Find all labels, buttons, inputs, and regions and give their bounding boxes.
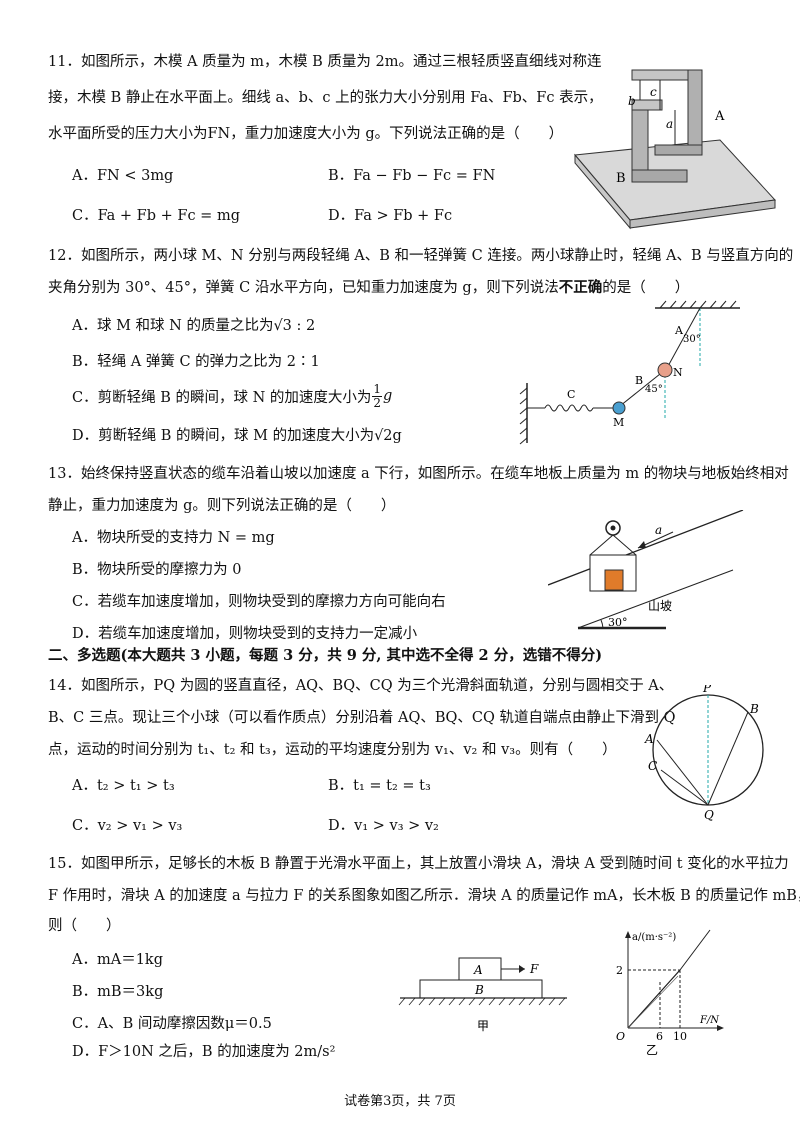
q14-option-c: C．v₂ > v₁ > v₃	[72, 818, 183, 834]
q15-yi-origin: O	[616, 1030, 625, 1043]
q15-figure-jia: A F B 甲	[398, 957, 567, 1033]
q15-option-b: B．mB＝3kg	[72, 984, 164, 1000]
q15-option-a: A．mA＝1kg	[72, 952, 163, 968]
q15-line1: 15．如图甲所示，足够长的木板 B 静置于光滑水平面上，其上放置小滑块 A，滑块…	[48, 856, 789, 872]
q14-fig-P: P	[702, 685, 712, 695]
q15-yi-caption: 乙	[646, 1043, 658, 1057]
q12-fig-angle30: 30°	[683, 334, 701, 345]
q12-spring-figure: A 30° N B 45° C M	[519, 300, 740, 445]
q15-jia-A: A	[473, 963, 483, 977]
q11-line2: 接，木模 B 静止在水平面上。细线 a、b、c 上的张力大小分别用 Fa、Fb、…	[48, 90, 603, 106]
q15-yi-y2: 2	[616, 964, 623, 977]
q12-fig-label-N: N	[673, 366, 683, 379]
q13-option-d: D．若缆车加速度增加，则物块受到的支持力一定减小	[72, 626, 418, 642]
q12-line1: 12．如图所示，两小球 M、N 分别与两段轻绳 A、B 和一轻弹簧 C 连接。两…	[48, 248, 794, 264]
q15-figure-yi: a/(m·s⁻²) F/N O 2 6 10 乙	[616, 929, 724, 1057]
q14-line2: B、C 三点。现让三个小球（可以看作质点）分别沿着 AQ、BQ、CQ 轨道自端点…	[48, 710, 676, 726]
q12-fig-angle45: 45°	[645, 384, 663, 395]
q15-line2: F 作用时，滑块 A 的加速度 a 与拉力 F 的关系图象如图乙所示．滑块 A …	[48, 888, 800, 904]
q13-fig-label-a: a	[655, 523, 662, 537]
q11-fig-label-a: a	[666, 117, 673, 131]
q14-fig-C: C	[648, 759, 657, 773]
q15-option-d: D．F＞10N 之后，B 的加速度为 2m/s²	[72, 1044, 336, 1060]
q11-fig-label-c: c	[650, 85, 657, 99]
q11-fig-label-A: A	[714, 109, 725, 124]
q15-yi-x6: 6	[656, 1030, 663, 1043]
q13-line2: 静止，重力加速度为 g。则下列说法正确的是（ ）	[48, 498, 396, 514]
q12-fig-label-M: M	[613, 416, 624, 429]
q11-option-a: A．FN < 3mg	[72, 168, 174, 184]
q14-fig-B: B	[749, 702, 759, 716]
q13-option-a: A．物块所受的支持力 N = mg	[72, 530, 275, 546]
q12-fraction-den: 2	[373, 395, 382, 410]
q14-option-d: D．v₁ > v₃ > v₂	[328, 818, 439, 834]
q11-option-b: B．Fa − Fb − Fc = FN	[328, 168, 496, 184]
q14-circle-figure: P B A C Q	[644, 685, 764, 822]
q14-fig-A: A	[644, 732, 654, 746]
q15-jia-B: B	[474, 983, 484, 997]
q14-option-b: B．t₁ = t₂ = t₃	[328, 778, 431, 794]
q15-yi-x10: 10	[673, 1030, 687, 1043]
q12-option-c-g: g	[383, 388, 393, 404]
q13-fig-slope-label: 山坡	[648, 599, 672, 613]
q12-fig-label-A: A	[674, 324, 684, 337]
q13-option-b: B．物块所受的摩擦力为 0	[72, 562, 242, 578]
q15-yi-ylabel: a/(m·s⁻²)	[632, 932, 676, 943]
q15-option-c: C．A、B 间动摩擦因数μ＝0.5	[72, 1016, 272, 1032]
q14-line1: 14．如图所示，PQ 为圆的竖直直径，AQ、BQ、CQ 为三个光滑斜面轨道，分别…	[48, 678, 674, 694]
q12-option-c-text: C．剪断轻绳 B 的瞬间，球 N 的加速度大小为	[72, 389, 372, 406]
q11-option-d: D．Fa > Fb + Fc	[328, 208, 453, 224]
q12-fig-label-B: B	[635, 374, 643, 387]
q12-line2: 夹角分别为 30°、45°，弹簧 C 沿水平方向，已知重力加速度为 g，则下列说…	[48, 278, 689, 298]
q12-fraction-num: 1	[372, 381, 383, 397]
q12-option-c: C．剪断轻绳 B 的瞬间，球 N 的加速度大小为 1 2 g	[72, 380, 392, 412]
q12-option-b: B．轻绳 A 弹簧 C 的弹力之比为 2∶1	[72, 354, 320, 370]
q13-cable-car-figure: a 30° 山坡	[548, 510, 744, 630]
q11-wood-model-figure: c b a A B	[574, 69, 777, 230]
q15-line3: 则（ ）	[48, 918, 121, 934]
q11-option-c: C．Fa + Fb + Fc = mg	[72, 208, 240, 224]
q12-option-a: A．球 M 和球 N 的质量之比为√3 : 2	[72, 318, 316, 334]
q12-option-c-fraction: 1 2	[372, 381, 383, 410]
q12-option-d: D．剪断轻绳 B 的瞬间，球 M 的加速度大小为√2g	[72, 428, 402, 444]
q13-line1: 13．始终保持竖直状态的缆车沿着山坡以加速度 a 下行，如图所示。在缆车地板上质…	[48, 466, 789, 482]
q14-option-a: A．t₂ > t₁ > t₃	[72, 778, 175, 794]
q12-line2-bold: 不正确	[558, 279, 603, 296]
q14-fig-Q: Q	[704, 808, 714, 822]
q11-fig-label-b: b	[628, 94, 636, 108]
q11-line1: 11．如图所示，木模 A 质量为 m，木模 B 质量为 2m。通过三根轻质竖直细…	[48, 54, 602, 70]
q14-line3: 点，运动的时间分别为 t₁、t₂ 和 t₃，运动的平均速度分别为 v₁、v₂ 和…	[48, 742, 617, 758]
q11-line3: 水平面所受的压力大小为FN，重力加速度大小为 g。下列说法正确的是（ ）	[48, 126, 564, 142]
q11-fig-label-B: B	[616, 171, 626, 186]
q13-fig-angle: 30°	[608, 616, 628, 629]
section2-heading: 二、多选题(本大题共 3 小题，每题 3 分，共 9 分, 其中选不全得 2 分…	[48, 647, 603, 664]
page-footer: 试卷第3页，共 7页	[344, 1094, 456, 1109]
q13-option-c: C．若缆车加速度增加，则物块受到的摩擦力方向可能向右	[72, 594, 446, 610]
q12-fig-label-C: C	[567, 388, 575, 401]
q15-jia-caption: 甲	[477, 1019, 489, 1033]
q15-jia-F: F	[529, 962, 539, 976]
q15-yi-xlabel: F/N	[699, 1015, 720, 1026]
q12-line2-post: 的是（ ）	[602, 280, 690, 296]
q12-line2-pre: 夹角分别为 30°、45°，弹簧 C 沿水平方向，已知重力加速度为 g，则下列说…	[48, 280, 559, 296]
